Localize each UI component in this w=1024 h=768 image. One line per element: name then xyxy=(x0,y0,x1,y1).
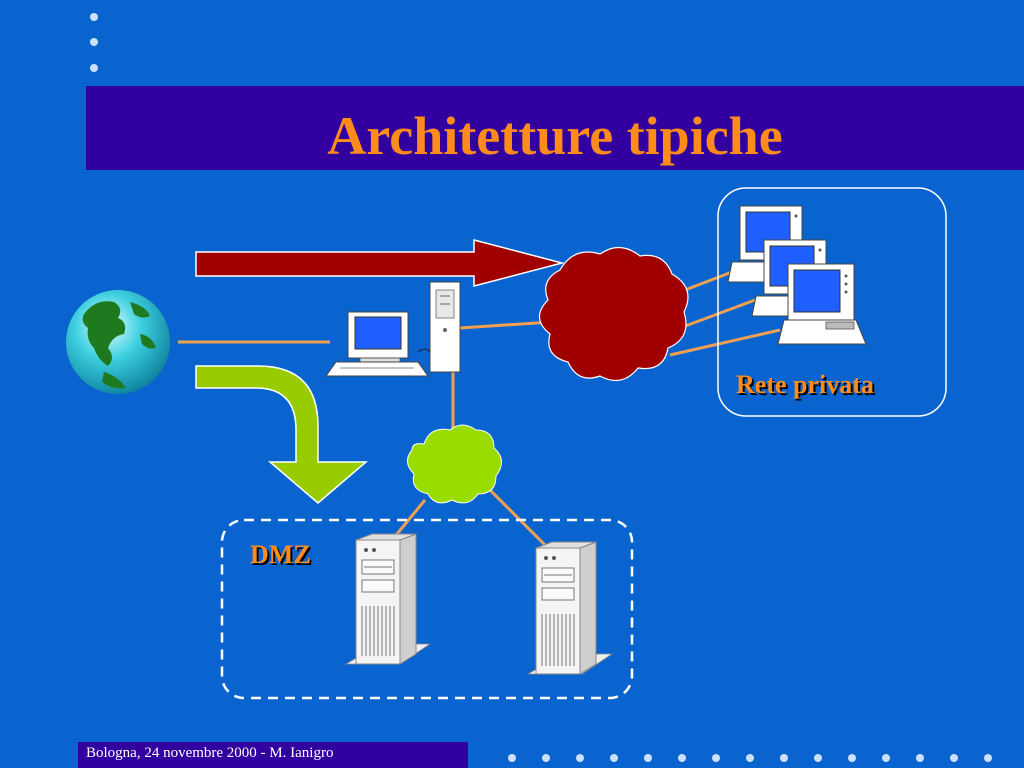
server-icon xyxy=(526,541,614,675)
cloud-icon xyxy=(407,424,502,504)
red-arrow xyxy=(195,239,565,287)
green-arrow xyxy=(195,365,369,504)
link-cloud-pc1 xyxy=(684,270,733,292)
dot xyxy=(712,754,720,762)
private-network-label: Rete privata xyxy=(736,370,874,399)
link-cloud-pc3 xyxy=(669,328,781,357)
dot xyxy=(576,754,584,762)
dmz-box xyxy=(220,518,634,700)
dot xyxy=(780,754,788,762)
dot xyxy=(90,13,98,21)
link-smallcloud-server2 xyxy=(486,486,550,550)
desktop-computer-icon xyxy=(777,263,867,345)
dot xyxy=(882,754,890,762)
dot xyxy=(848,754,856,762)
globe-icon xyxy=(66,290,170,394)
dot xyxy=(916,754,924,762)
title-bar: Architetture tipiche xyxy=(86,86,1024,170)
dot xyxy=(610,754,618,762)
dot xyxy=(90,38,98,46)
dot xyxy=(950,754,958,762)
dot xyxy=(814,754,822,762)
tower-pc-icon xyxy=(417,281,461,373)
link-tower-cloud xyxy=(459,320,553,330)
footer: Bologna, 24 novembre 2000 - M. Ianigro xyxy=(78,742,468,768)
private-network-box xyxy=(717,187,947,417)
server-icon xyxy=(344,533,432,665)
dmz-label: DMZ xyxy=(250,540,311,569)
dot xyxy=(746,754,754,762)
page-title: Architetture tipiche xyxy=(327,106,783,166)
dot xyxy=(678,754,686,762)
dot xyxy=(508,754,516,762)
network-links xyxy=(178,270,781,550)
workstation-icon xyxy=(325,311,429,377)
dot xyxy=(644,754,652,762)
cloud-icon xyxy=(538,246,689,382)
link-smallcloud-server1 xyxy=(390,499,427,541)
dot xyxy=(542,754,550,762)
dot xyxy=(90,64,98,72)
dot xyxy=(984,754,992,762)
